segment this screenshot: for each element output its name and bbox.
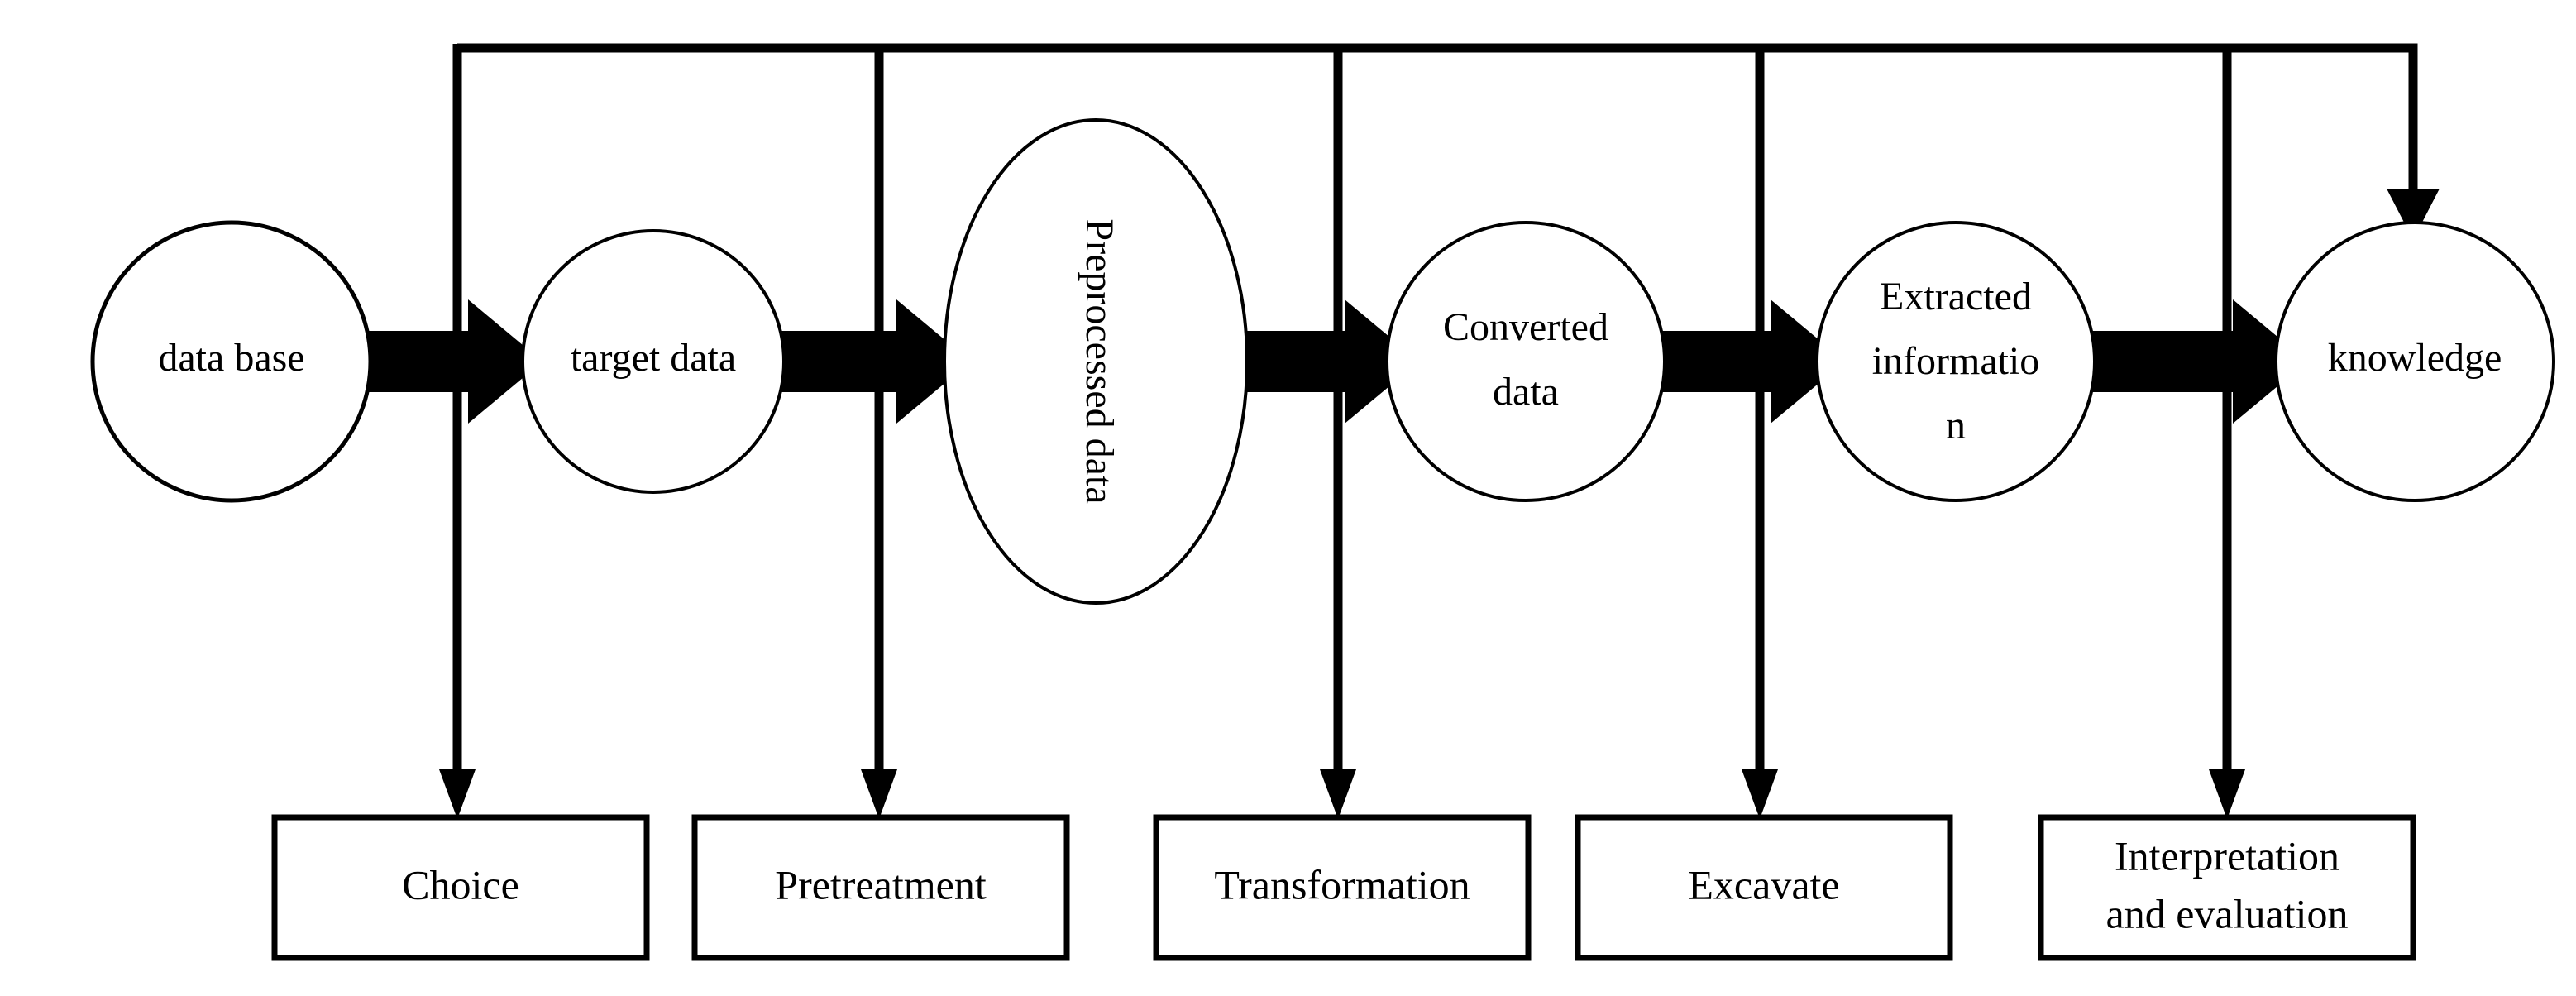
node-knowledge[interactable]: knowledge bbox=[2274, 221, 2555, 502]
node-database-label: data base bbox=[158, 336, 304, 380]
node-converted-data-shape bbox=[1385, 221, 1666, 502]
node-extracted-information-label-line1: Extracted bbox=[1880, 275, 2032, 318]
drop-arrowhead-excavate-icon bbox=[1742, 769, 1778, 819]
box-transformation[interactable]: Transformation bbox=[1153, 814, 1532, 961]
box-excavate-label: Excavate bbox=[1688, 861, 1839, 907]
box-excavate-shape bbox=[1575, 814, 1953, 961]
drop-arrowhead-pretreatment-icon bbox=[861, 769, 897, 819]
process-boxes-group: Choice Pretreatment Transformation Excav… bbox=[271, 814, 2416, 961]
box-interpretation-label-line2: and evaluation bbox=[2106, 890, 2349, 936]
arrow-target-data-to-preprocessed-icon bbox=[759, 299, 971, 424]
box-transformation-shape bbox=[1153, 814, 1532, 961]
node-converted-data-label-line2: data bbox=[1493, 370, 1559, 414]
node-extracted-information-label-line3: n bbox=[1946, 404, 1966, 448]
box-transformation-label: Transformation bbox=[1214, 861, 1470, 907]
box-pretreatment[interactable]: Pretreatment bbox=[691, 814, 1070, 961]
box-choice-shape bbox=[271, 814, 650, 961]
node-preprocessed-data[interactable]: Preprocessed data bbox=[943, 118, 1249, 605]
box-choice-label: Choice bbox=[402, 861, 519, 907]
arrow-extracted-to-knowledge-icon bbox=[2072, 299, 2307, 424]
node-knowledge-label: knowledge bbox=[2328, 336, 2502, 380]
node-database[interactable]: data base bbox=[90, 220, 373, 503]
arrow-database-to-target-data-icon bbox=[331, 299, 542, 424]
arrow-preprocessed-to-converted-icon bbox=[1207, 299, 1419, 424]
node-converted-data[interactable]: Converted data bbox=[1385, 221, 1666, 502]
box-pretreatment-label: Pretreatment bbox=[775, 861, 987, 907]
node-preprocessed-data-label: Preprocessed data bbox=[1078, 218, 1121, 504]
node-target-data-shape bbox=[521, 229, 786, 494]
box-interpretation-label-line1: Interpretation bbox=[2115, 832, 2339, 879]
drop-arrowhead-interpretation-icon bbox=[2209, 769, 2245, 819]
node-knowledge-shape bbox=[2274, 221, 2555, 502]
node-target-data[interactable]: target data bbox=[521, 229, 786, 494]
node-extracted-information[interactable]: Extracted informatio n bbox=[1815, 221, 2096, 502]
drop-arrowhead-choice-icon bbox=[439, 769, 476, 819]
node-target-data-label: target data bbox=[571, 336, 736, 380]
arrow-converted-to-extracted-icon bbox=[1633, 299, 1845, 424]
drop-arrowhead-transformation-icon bbox=[1320, 769, 1356, 819]
node-preprocessed-data-shape bbox=[943, 118, 1249, 605]
box-interpretation[interactable]: Interpretation and evaluation bbox=[2038, 814, 2416, 961]
node-extracted-information-label-line2: informatio bbox=[1872, 339, 2040, 383]
box-interpretation-shape bbox=[2038, 814, 2416, 961]
box-excavate[interactable]: Excavate bbox=[1575, 814, 1953, 961]
node-database-shape bbox=[90, 220, 373, 503]
node-converted-data-label-line1: Converted bbox=[1443, 305, 1608, 349]
node-extracted-information-shape bbox=[1815, 221, 2096, 502]
flow-arrows-group bbox=[331, 299, 2307, 424]
box-choice[interactable]: Choice bbox=[271, 814, 650, 961]
box-pretreatment-shape bbox=[691, 814, 1070, 961]
feedback-bus-line bbox=[457, 43, 2418, 207]
feedback-bus-arrowhead-icon bbox=[2387, 189, 2440, 240]
feedback-bus-group bbox=[439, 43, 2440, 819]
